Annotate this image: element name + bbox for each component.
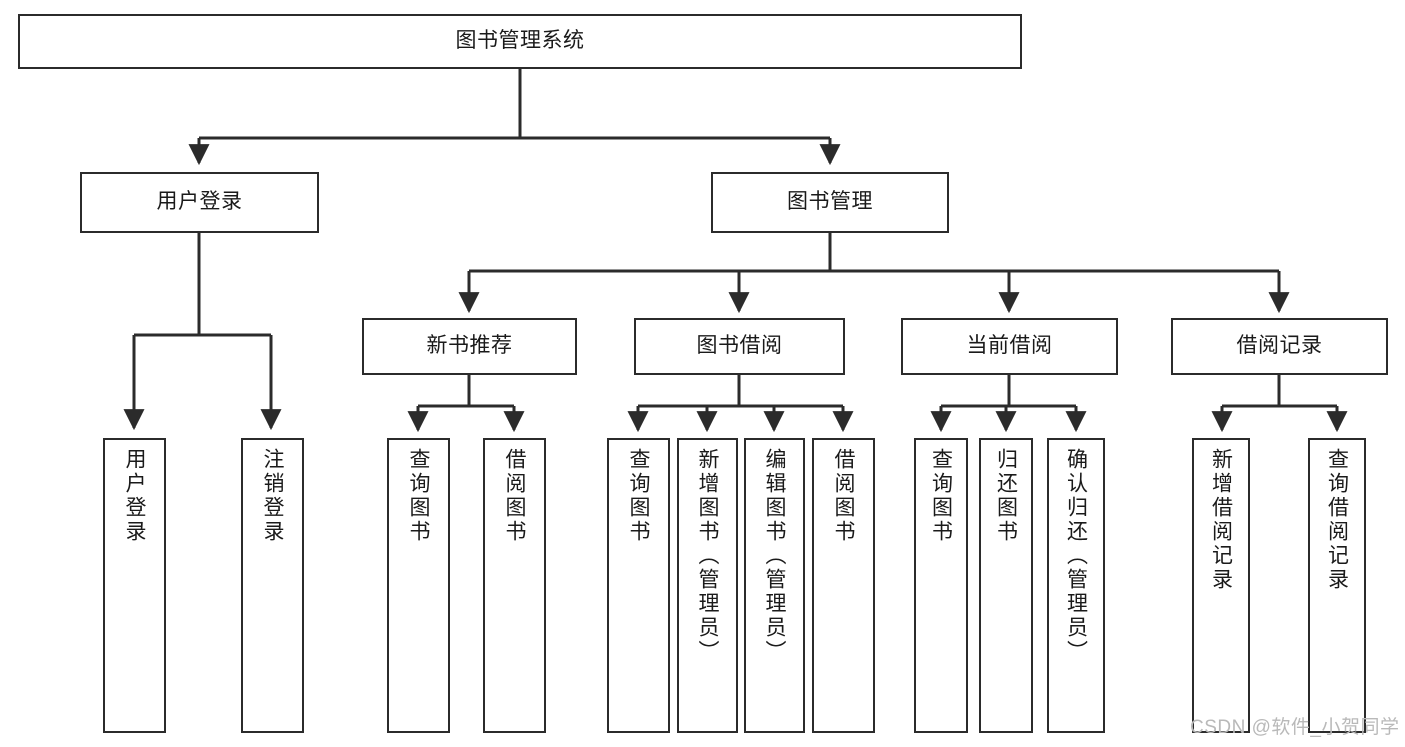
node-borrow-records-label: 借阅记录 [1236, 334, 1323, 358]
node-current-borrowing-label: 当前借阅 [966, 334, 1053, 358]
leaf-borrow-book-2[interactable]: 借阅图书 [812, 438, 875, 733]
leaf-query-book-1[interactable]: 查询图书 [387, 438, 450, 733]
leaf-query-book-2[interactable]: 查询图书 [607, 438, 670, 733]
node-book-borrowing-label: 图书借阅 [696, 334, 783, 358]
leaf-user-login-label: 用户登录 [123, 448, 146, 544]
leaf-query-book-2-label: 查询图书 [627, 448, 650, 544]
node-new-book-recommendation[interactable]: 新书推荐 [362, 318, 577, 375]
leaf-return-book[interactable]: 归还图书 [979, 438, 1033, 733]
leaf-borrow-book-1-label: 借阅图书 [503, 448, 526, 544]
leaf-logout[interactable]: 注销登录 [241, 438, 304, 733]
leaf-add-book-label: 新增图书（管理员） [696, 448, 719, 664]
leaf-query-book-3[interactable]: 查询图书 [914, 438, 968, 733]
leaf-confirm-return[interactable]: 确认归还（管理员） [1047, 438, 1105, 733]
leaf-add-borrow-record[interactable]: 新增借阅记录 [1192, 438, 1250, 733]
leaf-borrow-book-1[interactable]: 借阅图书 [483, 438, 546, 733]
leaf-add-book[interactable]: 新增图书（管理员） [677, 438, 738, 733]
node-book-management[interactable]: 图书管理 [711, 172, 949, 233]
node-root-label: 图书管理系统 [455, 29, 585, 53]
node-book-management-label: 图书管理 [787, 190, 873, 214]
leaf-return-book-label: 归还图书 [994, 448, 1018, 544]
leaf-user-login[interactable]: 用户登录 [103, 438, 166, 733]
node-user-login[interactable]: 用户登录 [80, 172, 319, 233]
leaf-edit-book-label: 编辑图书（管理员） [763, 448, 786, 664]
leaf-borrow-book-2-label: 借阅图书 [832, 448, 855, 544]
node-borrow-records[interactable]: 借阅记录 [1171, 318, 1388, 375]
leaf-add-borrow-record-label: 新增借阅记录 [1209, 448, 1233, 592]
leaf-query-borrow-record-label: 查询借阅记录 [1325, 448, 1349, 592]
node-new-book-recommendation-label: 新书推荐 [426, 334, 513, 358]
leaf-edit-book[interactable]: 编辑图书（管理员） [744, 438, 805, 733]
leaf-logout-label: 注销登录 [261, 448, 284, 544]
node-root[interactable]: 图书管理系统 [18, 14, 1022, 69]
node-current-borrowing[interactable]: 当前借阅 [901, 318, 1118, 375]
leaf-query-book-3-label: 查询图书 [929, 448, 953, 544]
leaf-query-borrow-record[interactable]: 查询借阅记录 [1308, 438, 1366, 733]
leaf-confirm-return-label: 确认归还（管理员） [1064, 448, 1088, 664]
node-user-login-label: 用户登录 [156, 190, 243, 214]
node-book-borrowing[interactable]: 图书借阅 [634, 318, 845, 375]
leaf-query-book-1-label: 查询图书 [407, 448, 430, 544]
